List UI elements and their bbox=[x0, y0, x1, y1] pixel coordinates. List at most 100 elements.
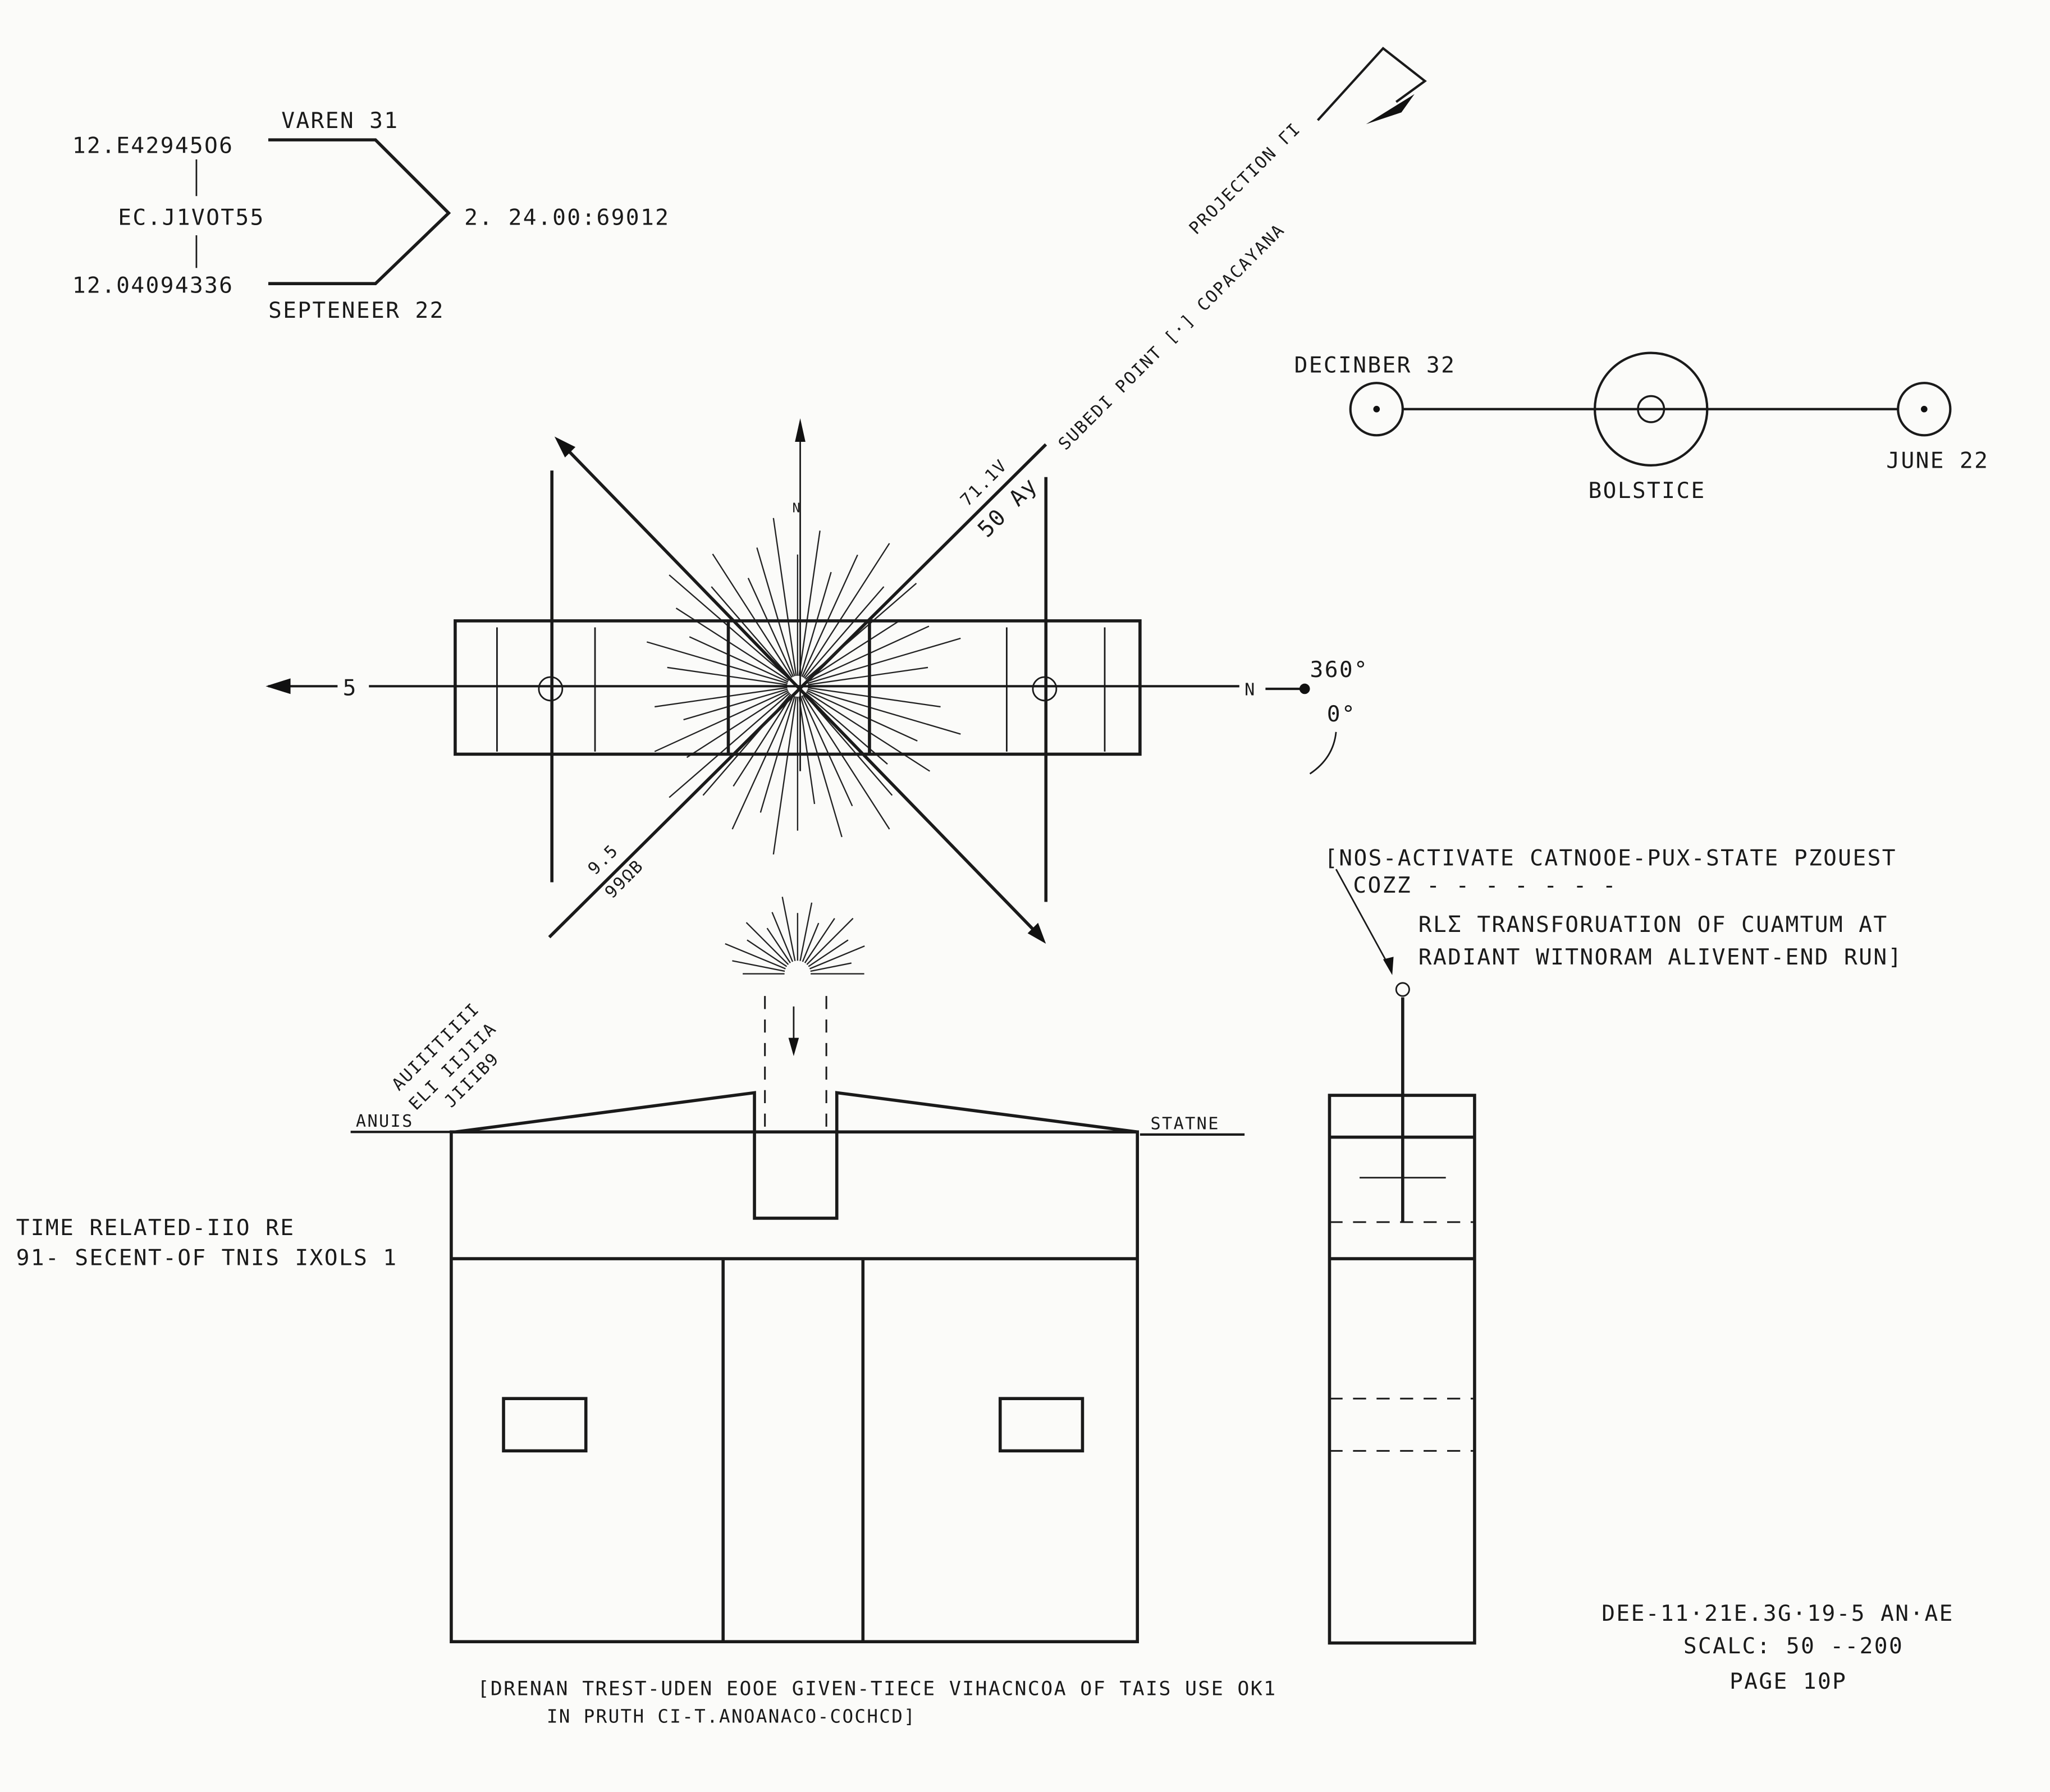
solstice-outer-circle bbox=[1594, 351, 1709, 467]
december-label: DECINBER 32 bbox=[1294, 353, 1456, 378]
sun-ray bbox=[804, 918, 835, 963]
projection-arrowhead-icon bbox=[1366, 94, 1415, 125]
sun-ray bbox=[809, 945, 865, 970]
solstice-label: BOLSTICE bbox=[1588, 478, 1705, 504]
sun-ray bbox=[654, 689, 789, 752]
roof-right bbox=[835, 1091, 1138, 1134]
sun-ray bbox=[712, 554, 793, 678]
equinox-bracket: 12.E42945O6 VAREN 31 EC.J1VOT55 12.04094… bbox=[72, 108, 670, 323]
solstice-diagram: DECINBER 32 BOLSTICE JUNE 22 bbox=[1294, 351, 1989, 504]
sun-ray bbox=[806, 917, 854, 965]
sun-ray bbox=[686, 691, 789, 758]
footer-note-line1: [DRENAN TREST-UDEN EOOE GIVEN-TIECE VIHA… bbox=[477, 1678, 1276, 1700]
sun-ray bbox=[747, 578, 794, 677]
stamp-scale: SCALC: 50 --200 bbox=[1683, 1633, 1903, 1659]
window-left bbox=[502, 1397, 588, 1453]
sun-ray bbox=[798, 531, 821, 676]
roof-left bbox=[455, 1091, 756, 1134]
sun-ray bbox=[806, 621, 898, 682]
equinox-bottom-date: SEPTENEER 22 bbox=[268, 298, 445, 323]
west-arrowhead-icon bbox=[266, 678, 291, 694]
annotation-line4: RADIANT WITNORAM ALIVENT-END RUN] bbox=[1418, 944, 1903, 970]
building-left-label: ANUIS bbox=[356, 1112, 414, 1131]
sun-ray bbox=[802, 694, 890, 830]
december-circle bbox=[1349, 382, 1404, 437]
side-note-line2: 91- SECENT-OF TNIS IXOLS 1 bbox=[16, 1245, 398, 1271]
stamp-date: DEE-11·21E.3G·19-5 AN·AE bbox=[1601, 1601, 1954, 1626]
sun-ray bbox=[766, 927, 791, 963]
sun-ray bbox=[756, 547, 795, 676]
sun-ray bbox=[805, 692, 888, 765]
june-circle bbox=[1897, 382, 1952, 437]
compass-plan: 5 N 360° 0° N bbox=[266, 418, 1369, 944]
annotation-callout: [NOS-ACTIVATE CATNOOE-PUX-STATE PZOUEST … bbox=[1324, 845, 1903, 975]
sun-ray bbox=[807, 637, 961, 684]
north-label: N bbox=[793, 501, 802, 516]
annotation-line3: RLΣ TRANSFORUATION OF CUAMTUM AT bbox=[1418, 912, 1888, 938]
building-elevation: ANUIS STATNE TIME RELATED-IIO RE 91- SEC… bbox=[16, 897, 1245, 1644]
sun-ray bbox=[799, 902, 813, 961]
projection-bracket bbox=[1316, 47, 1427, 121]
sun-ray bbox=[802, 543, 890, 678]
sun-ray bbox=[745, 922, 789, 965]
sun-ray bbox=[732, 960, 785, 972]
rotation-arc bbox=[1309, 732, 1337, 775]
sun-ray bbox=[747, 939, 788, 967]
building-body bbox=[450, 1130, 1140, 1644]
equinox-bottom-value: 12.04094336 bbox=[72, 273, 234, 299]
sun-ray bbox=[772, 518, 797, 676]
column-rod-top-circle bbox=[1395, 982, 1410, 997]
footer-note-line2: IN PRUTH CI-T.ANOANACO-COCHCD] bbox=[547, 1706, 916, 1727]
sun-ray bbox=[725, 943, 786, 970]
title-stamp: DEE-11·21E.3G·19-5 AN·AE SCALC: 50 --200… bbox=[1601, 1601, 1954, 1694]
equinox-top-date: VAREN 31 bbox=[281, 108, 399, 134]
chimney-starburst bbox=[725, 897, 865, 975]
stamp-page: PAGE 10P bbox=[1729, 1668, 1847, 1694]
annotation-leader-line bbox=[1335, 868, 1390, 968]
ne-diagonal-line bbox=[548, 443, 1047, 939]
equinox-top-value: 12.E42945O6 bbox=[72, 132, 234, 158]
east-label: N bbox=[1244, 680, 1256, 700]
sun-ray bbox=[804, 586, 885, 679]
chimney-body bbox=[753, 1132, 839, 1220]
building-right-label: STATNE bbox=[1151, 1114, 1220, 1134]
se-arrowhead-icon bbox=[1027, 922, 1046, 944]
sun-ray bbox=[810, 962, 852, 972]
sun-ray bbox=[801, 695, 853, 807]
june-label: JUNE 22 bbox=[1886, 448, 1989, 474]
sun-ray bbox=[800, 572, 832, 676]
sun-ray bbox=[711, 586, 791, 679]
degree-0-label: 0° bbox=[1327, 701, 1356, 727]
annotation-line2: COZZ - - - - - - - bbox=[1353, 872, 1617, 898]
december-dot-icon bbox=[1373, 405, 1380, 413]
sun-ray bbox=[805, 583, 917, 680]
side-note-line1: TIME RELATED-IIO RE bbox=[16, 1215, 295, 1241]
footer-note: [DRENAN TREST-UDEN EOOE GIVEN-TIECE VIHA… bbox=[477, 1678, 1276, 1727]
side-column bbox=[1328, 982, 1476, 1645]
sun-ray bbox=[808, 687, 941, 708]
sun-ray bbox=[800, 696, 843, 838]
equinox-bracket-line bbox=[268, 138, 451, 286]
sun-ray bbox=[807, 689, 918, 742]
sun-ray bbox=[702, 693, 791, 796]
marker-circle-right bbox=[1032, 676, 1058, 702]
solstice-inner-circle bbox=[1637, 395, 1665, 423]
sun-ray bbox=[733, 694, 793, 787]
window-right bbox=[998, 1397, 1085, 1453]
equinox-result: 2. 24.00:69012 bbox=[464, 204, 670, 230]
sun-ray bbox=[689, 636, 789, 683]
sun-ray bbox=[731, 695, 794, 830]
sun-ray bbox=[808, 939, 849, 967]
sun-ray bbox=[771, 912, 794, 962]
sun-ray bbox=[772, 696, 797, 855]
sun-ray bbox=[781, 897, 796, 961]
west-label: 5 bbox=[343, 675, 358, 701]
nw-arrowhead-icon bbox=[554, 436, 576, 458]
june-dot-icon bbox=[1921, 405, 1928, 413]
marker-circle-left bbox=[538, 676, 564, 702]
sun-ray bbox=[807, 688, 961, 735]
chimney-down-arrow-icon bbox=[788, 1037, 799, 1057]
degree-360-label: 360° bbox=[1310, 657, 1369, 683]
